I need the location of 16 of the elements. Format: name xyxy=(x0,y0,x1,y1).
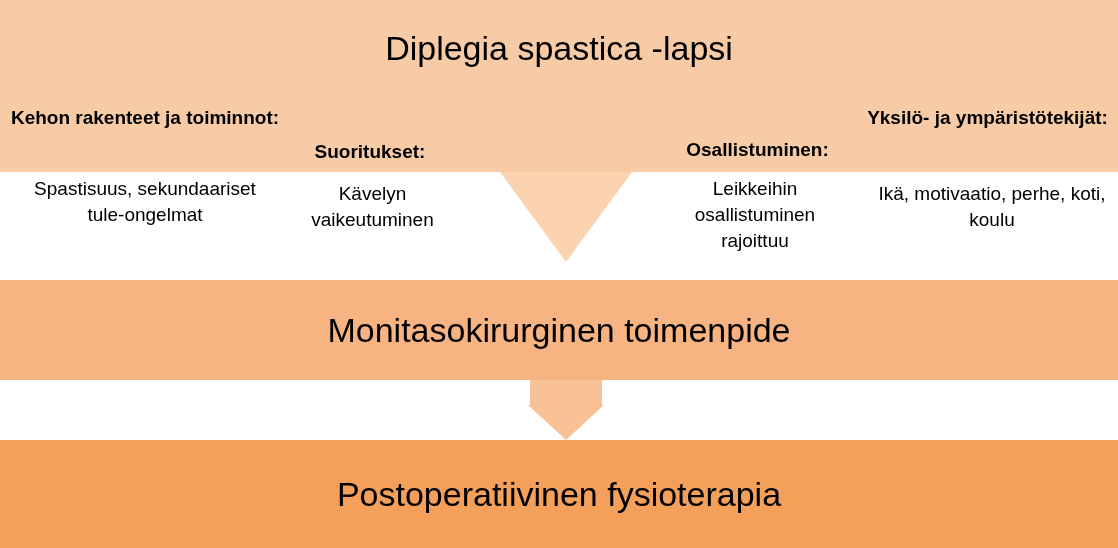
stage-title: Postoperatiivinen fysioterapia xyxy=(336,474,782,514)
stage-band xyxy=(0,440,1118,548)
column-text: Ikä, motivaatio, perhe, koti, koulu xyxy=(877,182,1107,232)
column-heading: Osallistuminen: xyxy=(685,138,830,162)
down-arrow xyxy=(500,172,632,262)
column-text: Kävelyn vaikeutuminen xyxy=(310,182,435,232)
column-heading: Yksilö- ja ympäristötekijät: xyxy=(866,106,1109,130)
stage-band xyxy=(0,280,1118,380)
stage-title: Diplegia spastica -lapsi xyxy=(385,28,733,68)
column-heading: Kehon rakenteet ja toiminnot: xyxy=(10,106,280,130)
stage-title: Monitasokirurginen toimenpide xyxy=(327,310,791,350)
down-arrow xyxy=(528,380,604,440)
column-text: Spastisuus, sekundaariset tule-ongelmat xyxy=(33,177,257,227)
column-text: Leikkeihin osallistuminen rajoittuu xyxy=(693,177,817,253)
column-heading: Suoritukset: xyxy=(313,140,427,164)
stage-band xyxy=(0,0,1118,172)
